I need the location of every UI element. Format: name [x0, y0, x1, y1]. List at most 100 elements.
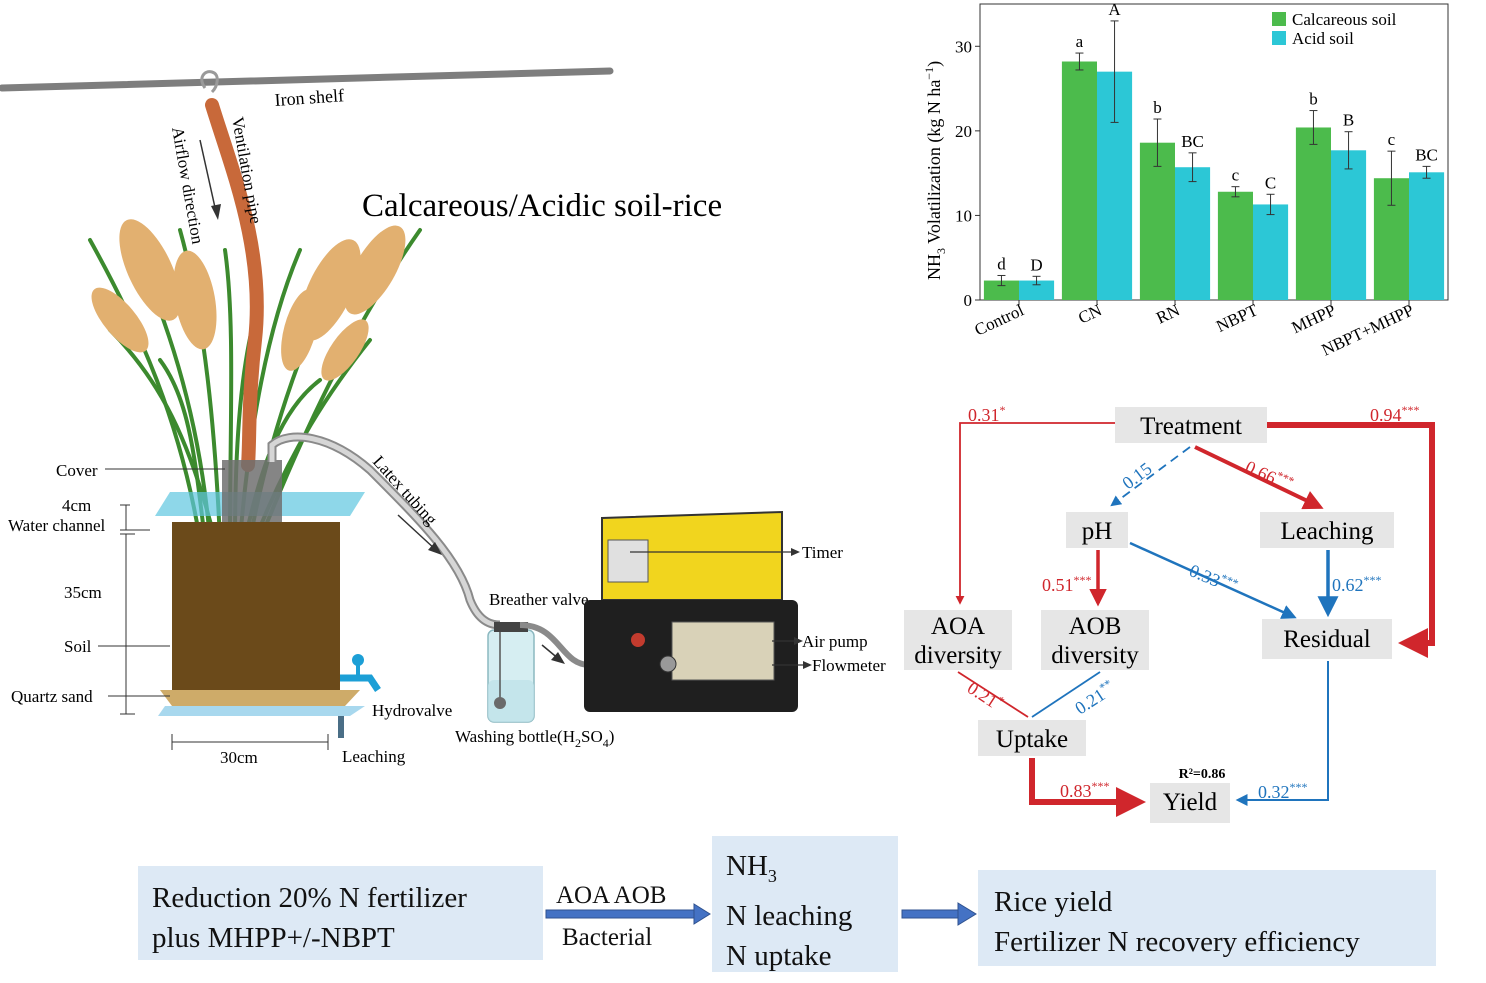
y-tick-label: 0 — [964, 291, 973, 310]
significance-letter: D — [1030, 255, 1042, 274]
bar-calcareous-rn — [1139, 142, 1175, 300]
edge-treatment-residual — [1267, 422, 1435, 658]
flow-arrow-2 — [901, 902, 977, 926]
edge-ph-residual — [1129, 541, 1297, 619]
flowmeter-icon — [659, 655, 677, 673]
coef-treatment-aoa: 0.31* — [968, 403, 1006, 425]
x-tick-label: MHPP — [1289, 300, 1339, 337]
breather-valve-icon — [494, 622, 528, 632]
hydrovalve-icon — [340, 674, 381, 692]
soil-container — [172, 522, 340, 690]
breather-valve-label: Breather valve — [489, 590, 589, 609]
tubing-arrow — [397, 514, 437, 551]
summary-box-processes-line1: NH3 — [726, 850, 777, 886]
node-residual — [1262, 619, 1392, 659]
timer-label: Timer — [802, 543, 843, 562]
coef-aob-uptake: 0.21** — [1070, 676, 1118, 718]
node-yield — [1150, 783, 1230, 823]
edge-aoa-uptake — [957, 671, 1029, 718]
bar-acid-nbpt-mhpp — [1409, 172, 1445, 300]
summary-box-processes-line3: N uptake — [726, 939, 832, 972]
node-uptake — [978, 720, 1086, 756]
summary-box-treatment-line1: Reduction 20% N fertilizer — [152, 882, 467, 914]
coef-treatment-residual: 0.94*** — [1370, 403, 1420, 425]
pump-arrowhead-icon — [551, 652, 565, 664]
airflow-arrowhead-icon — [211, 204, 221, 220]
water-channel-label: Water channel — [8, 516, 106, 535]
coef-aoa-uptake: 0.21* — [964, 676, 1007, 715]
flow-arrow-2-head-icon — [957, 902, 977, 926]
significance-letter: A — [1108, 0, 1121, 19]
node-uptake-label: Uptake — [996, 726, 1068, 753]
node-aob-label: AOB — [1069, 613, 1122, 640]
summary-box-outcomes-line1: Rice yield — [994, 886, 1113, 918]
bar-calcareous-nbpt — [1217, 191, 1253, 300]
significance-letter: d — [997, 254, 1006, 273]
airflow-arrow — [199, 139, 217, 213]
node-aoa-diversity-label: diversity — [914, 642, 1002, 669]
leaching-outlet — [338, 716, 344, 738]
bar-calcareous-cn — [1061, 61, 1097, 300]
summary-box-processes-line2: N leaching — [726, 899, 853, 932]
coef-ph-aob: 0.51*** — [1042, 573, 1092, 595]
plot-frame — [979, 3, 1449, 301]
summary-box-treatment: Reduction 20% N fertilizer plus MHPP+/-N… — [138, 866, 543, 960]
x-tick-label: CN — [1075, 300, 1104, 327]
arrow1-bottom-label: Bacterial — [562, 924, 653, 951]
node-aob-diversity-label: diversity — [1051, 642, 1139, 669]
bar-acid-mhpp — [1331, 150, 1367, 300]
node-yield-label: Yield — [1163, 789, 1218, 816]
iron-shelf-bar — [0, 67, 614, 92]
flowmeter-label: Flowmeter — [812, 656, 886, 675]
node-aoa-diversity — [904, 610, 1012, 670]
air-pump-label: Air pump — [802, 632, 868, 651]
coef-residual-yield: 0.32*** — [1258, 780, 1308, 802]
node-leaching — [1260, 512, 1394, 548]
y-axis-label: NH3 Volatilization (kg N ha−1) — [922, 61, 948, 280]
rice-panicle-group — [91, 219, 406, 381]
base-plate — [158, 706, 365, 716]
edge-aob-uptake — [1031, 671, 1101, 718]
edge-treatment-leaching — [1194, 445, 1324, 510]
significance-letter: b — [1153, 98, 1162, 117]
cover-label: Cover — [56, 461, 98, 480]
leaching-label: Leaching — [342, 747, 406, 766]
timer-device-icon — [607, 539, 649, 583]
coef-ph-residual: 0.33*** — [1186, 558, 1240, 598]
iron-shelf-label: Iron shelf — [274, 85, 345, 110]
edge-treatment-ph — [1110, 446, 1191, 507]
y-tick-label: 30 — [955, 37, 972, 56]
significance-letter: B — [1343, 111, 1354, 130]
latex-tubing-label: Latex tubing — [369, 452, 441, 529]
tubing-arrowhead-icon — [428, 542, 442, 555]
legend-swatch — [1272, 12, 1286, 26]
coef-leaching-residual: 0.62*** — [1332, 573, 1382, 595]
coef-uptake-yield: 0.83*** — [1060, 779, 1110, 801]
node-residual-label: Residual — [1283, 626, 1371, 653]
significance-letter: BC — [1181, 132, 1204, 151]
wire-bundle-icon — [631, 633, 645, 647]
bar-acid-rn — [1175, 167, 1211, 300]
r-squared-label: R²=0.86 — [1179, 767, 1226, 782]
significance-letter: b — [1309, 90, 1318, 109]
legend-label: Acid soil — [1292, 29, 1354, 48]
flow-arrow-1-head-icon — [693, 903, 711, 925]
water-channel-height-label: 4cm — [62, 496, 91, 515]
x-tick-label: RN — [1153, 300, 1182, 327]
legend-swatch — [1272, 31, 1286, 45]
significance-letter: C — [1265, 173, 1276, 192]
node-leaching-label: Leaching — [1280, 518, 1374, 545]
air-pump-icon — [671, 621, 775, 681]
edge-treatment-aoa — [955, 422, 1115, 605]
quartz-sand-label: Quartz sand — [11, 687, 93, 706]
summary-box-outcomes: Rice yield Fertilizer N recovery efficie… — [978, 870, 1436, 966]
experiment-title: Calcareous/Acidic soil-rice — [362, 188, 722, 224]
significance-letter: a — [1076, 32, 1084, 51]
significance-letter: c — [1388, 130, 1396, 149]
experiment-setup-illustration: Iron shelf Ventilation pipe Airflow dire… — [0, 67, 886, 767]
bar-acid-control — [1019, 280, 1055, 300]
node-aob-diversity — [1041, 610, 1149, 670]
path-model-diagram: Treatment pH Leaching AOA diversity AOB … — [904, 403, 1435, 823]
flow-arrow-1 — [545, 903, 711, 925]
